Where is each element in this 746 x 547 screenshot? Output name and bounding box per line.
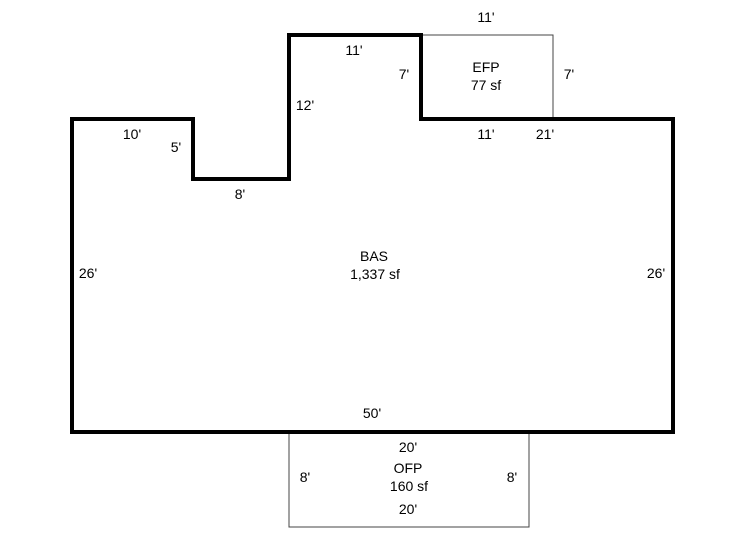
dim-bas-step-bottom: 8' — [235, 186, 245, 202]
dim-ofp-bottom: 20' — [399, 501, 417, 517]
dim-bas-bump-top: 11' — [345, 42, 362, 58]
dim-ofp-left: 8' — [300, 469, 310, 485]
efp-outline — [421, 34, 554, 119]
dim-bas-bump-bottom: 11' — [477, 126, 494, 142]
dim-bas-right: 26' — [647, 265, 665, 281]
dim-ofp-right: 8' — [507, 469, 517, 485]
dim-bas-left: 26' — [79, 265, 97, 281]
dim-bas-bottom: 50' — [363, 405, 381, 421]
dim-bas-riser: 12' — [296, 97, 314, 113]
dim-efp-top: 11' — [477, 9, 494, 25]
dim-bas-step-down: 5' — [171, 139, 181, 155]
dim-efp-right: 7' — [564, 66, 574, 82]
ofp-code-label: OFP — [394, 460, 423, 476]
bas-outline — [70, 33, 675, 434]
bas-code-label: BAS — [360, 248, 388, 264]
efp-code-label: EFP — [472, 59, 499, 75]
dim-ofp-top: 20' — [399, 439, 417, 455]
dim-bas-bump-drop: 7' — [399, 66, 409, 82]
ofp-area-label: 160 sf — [390, 478, 428, 494]
ofp-outline — [288, 432, 530, 528]
efp-area-label: 77 sf — [471, 77, 501, 93]
dim-bas-top-left: 10' — [123, 126, 141, 142]
bas-area-label: 1,337 sf — [350, 266, 400, 282]
dim-bas-top-right: 21' — [536, 126, 554, 142]
